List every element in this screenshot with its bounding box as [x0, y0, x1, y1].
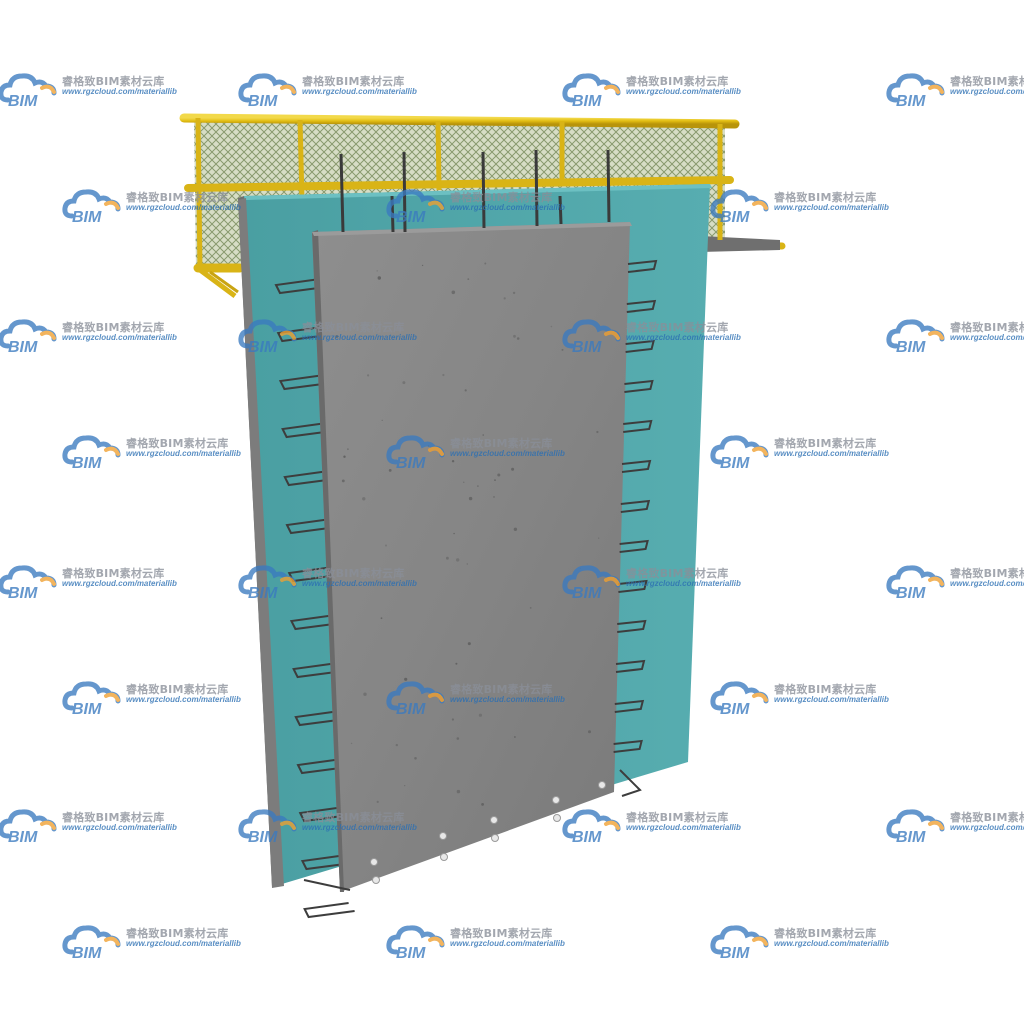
concrete-speck: [414, 757, 417, 760]
concrete-speck: [404, 785, 406, 787]
rebar-loop: [626, 299, 657, 313]
concrete-speck: [503, 297, 506, 300]
starter-bars: [339, 149, 611, 233]
concrete-speck: [427, 445, 430, 447]
rebar-loop: [294, 710, 346, 727]
concrete-speck: [453, 532, 455, 535]
rebar-loop: [625, 339, 655, 353]
concrete-speck: [511, 467, 515, 471]
rebar-loop: [281, 422, 333, 439]
concrete-speck: [468, 496, 473, 501]
concrete-speck: [463, 481, 465, 483]
concrete-speck: [451, 460, 455, 463]
concrete-speck: [513, 334, 516, 338]
concrete-speck: [598, 537, 600, 539]
concrete-speck: [350, 742, 353, 745]
concrete-speck: [380, 617, 383, 620]
bottom-rebar-hook: [303, 769, 642, 891]
rebar-loop: [303, 902, 355, 919]
concrete-speck: [497, 473, 501, 477]
concrete-speck: [467, 642, 471, 646]
outer-wythe-edge: [238, 198, 284, 888]
rebar-loop: [300, 854, 353, 871]
rebar-loop: [623, 419, 653, 433]
concrete-speck: [466, 563, 468, 565]
rebar-loop: [289, 614, 342, 631]
concrete-speck: [482, 434, 485, 436]
rebar-loops-right: [613, 259, 658, 753]
concrete-speck: [494, 479, 496, 481]
rebar-loop: [627, 259, 658, 273]
concrete-speck: [550, 325, 553, 328]
rebar-loop: [620, 499, 651, 513]
concrete-speck: [579, 567, 582, 569]
rebar-loop: [296, 758, 349, 775]
concrete-speck: [455, 662, 458, 665]
concrete-speck: [367, 374, 370, 377]
concrete-speck: [335, 335, 339, 338]
concrete-panel: [312, 222, 632, 892]
concrete-speck: [596, 430, 599, 434]
rebar-loop: [624, 379, 654, 393]
concrete-speck: [467, 278, 470, 280]
rebar-loop: [614, 699, 645, 713]
rebar-loop: [613, 739, 643, 753]
concrete-speck: [561, 348, 564, 351]
concrete-speck: [402, 381, 406, 385]
concrete-speck: [481, 803, 484, 806]
concrete-speck: [376, 270, 378, 272]
concrete-speck: [388, 469, 392, 472]
concrete-speck: [513, 527, 518, 531]
rebar-loop: [619, 539, 649, 553]
concrete-speck: [451, 290, 456, 295]
concrete-speck: [516, 337, 520, 340]
concrete-speck: [464, 389, 467, 392]
rebar-loop: [621, 459, 652, 473]
rebar-loops-left: [274, 278, 355, 919]
grout-sleeves: [370, 781, 606, 884]
concrete-speck: [395, 743, 398, 747]
rebar-loop: [283, 470, 335, 487]
concrete-speck: [588, 730, 591, 734]
concrete-speck: [347, 448, 349, 451]
concrete-speck: [529, 607, 532, 609]
concrete-speck: [456, 737, 460, 740]
concrete-speck: [421, 264, 424, 267]
concrete-speck: [512, 291, 516, 295]
concrete-speck: [341, 479, 345, 483]
concrete-speck: [381, 419, 383, 421]
rebar-loop: [278, 374, 331, 391]
concrete-speck: [404, 677, 408, 681]
concrete-speck: [442, 373, 445, 377]
rebar-loop: [617, 619, 647, 633]
concrete-speck: [456, 789, 461, 794]
concrete-speck: [343, 455, 346, 458]
rebar-loop: [285, 518, 338, 535]
concrete-speck: [362, 497, 366, 501]
concrete-speck: [478, 713, 482, 717]
concrete-speck: [363, 692, 367, 696]
rebar-loop: [274, 278, 327, 295]
concrete-speck: [484, 262, 487, 265]
rebar-loop: [618, 579, 648, 593]
rebar-loop: [292, 662, 344, 679]
rebar-loop: [298, 806, 351, 823]
concrete-speck: [514, 736, 516, 738]
concrete-speck: [451, 718, 454, 721]
concrete-speck: [385, 544, 387, 547]
concrete-speck: [446, 556, 449, 560]
concrete-speck: [477, 485, 479, 487]
concrete-speck: [456, 558, 460, 562]
concrete-speck: [376, 800, 379, 804]
rebar-loop: [615, 659, 646, 673]
concrete-speck: [493, 496, 495, 498]
concrete-speck: [377, 276, 381, 280]
